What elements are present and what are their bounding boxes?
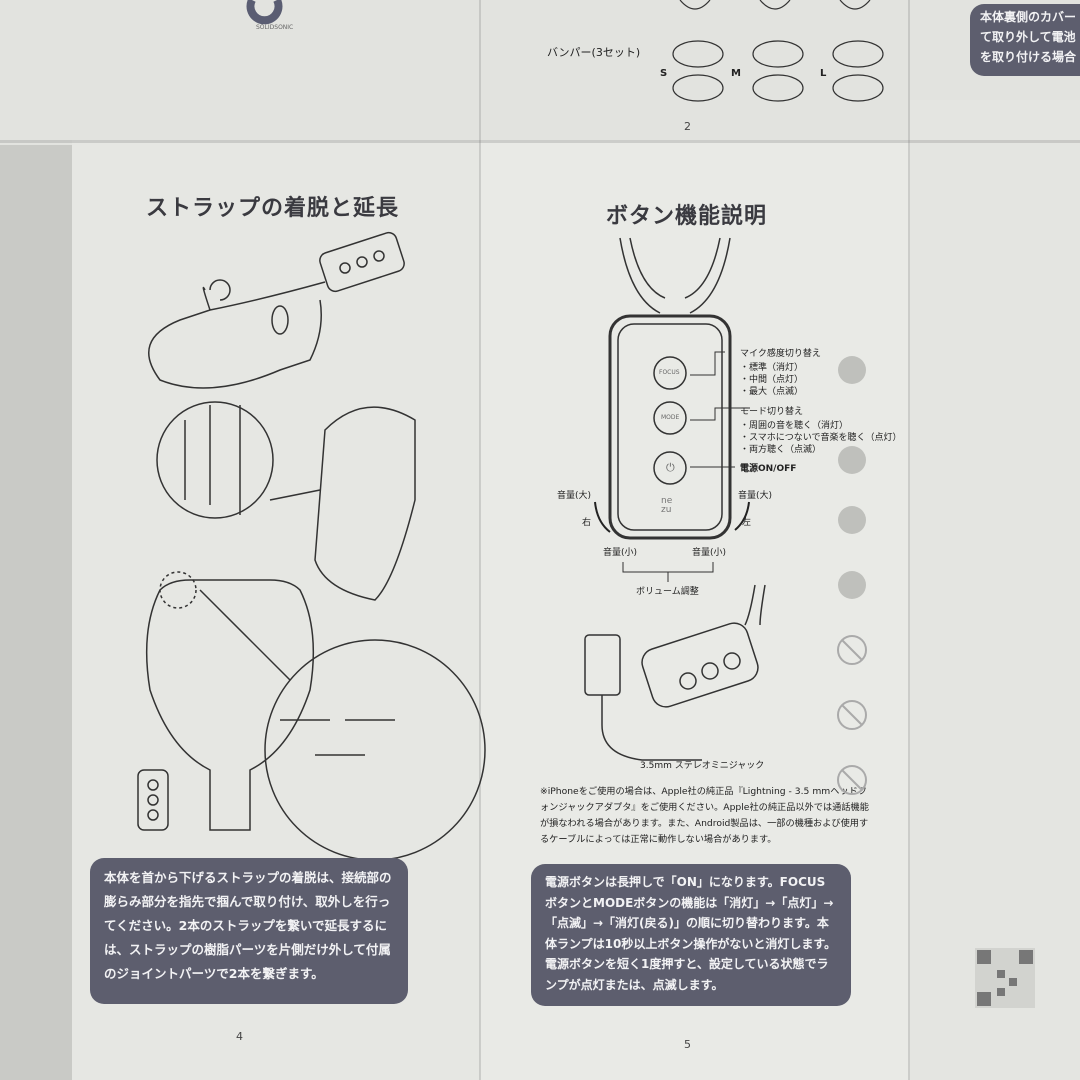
strap-section-title: ストラップの着脱と延長 — [146, 196, 400, 221]
mode-item: ・スマホにつないで音楽を聴く（点灯） — [740, 433, 902, 443]
mic-sensitivity-title: マイク感度切り替え — [740, 349, 821, 359]
fold-line — [0, 140, 1080, 143]
callout-lines — [690, 351, 750, 468]
jack-label: 3.5mm ステレオミニジャック — [640, 761, 765, 771]
volume-arrows-icon — [594, 501, 750, 582]
direction-left: 左 — [742, 518, 752, 528]
mic-item: ・標準（消灯） — [740, 363, 804, 373]
power-button[interactable]: ⏻ — [666, 461, 675, 474]
bumper-illustrations — [672, 0, 884, 102]
button-section-title: ボタン機能説明 — [606, 204, 768, 229]
box-line: 本体裏側のカバー — [980, 10, 1077, 24]
fold-line-vertical — [479, 0, 481, 1080]
strap-info-box: 本体を首から下げるストラップの着脱は、接続部の膨らみ部分を指先で掴んで取り付け、… — [90, 858, 408, 1004]
far-right-page — [910, 100, 1080, 1080]
solidsonic-logo-icon — [246, 0, 283, 25]
phone-connection-illustration — [584, 584, 766, 761]
volume-up-left: 音量(大) — [557, 491, 592, 501]
page-number-5: 5 — [684, 1038, 691, 1051]
strap-illustration — [137, 231, 486, 861]
far-right-icons — [837, 356, 867, 795]
mode-button[interactable]: MODE — [661, 414, 680, 421]
bumper-label: バンパー(3セット) — [547, 46, 641, 59]
size-m: M — [731, 68, 741, 79]
focus-button[interactable]: FOCUS — [659, 369, 680, 376]
volume-adjust-caption: ボリューム調整 — [636, 587, 699, 597]
box-line: を取り付ける場合 — [980, 50, 1077, 64]
page-number-2: 2 — [684, 120, 691, 133]
direction-right: 右 — [582, 518, 592, 528]
qr-code-icon — [975, 948, 1035, 1008]
device-illustration — [608, 237, 732, 540]
mode-item: ・両方聴く（点滅） — [740, 445, 822, 455]
brand-mark-line: zu — [661, 505, 672, 515]
mic-item: ・最大（点滅） — [740, 387, 804, 397]
volume-up-right: 音量(大) — [738, 491, 773, 501]
mic-item: ・中間（点灯） — [740, 375, 804, 385]
page-number-4: 4 — [236, 1030, 243, 1043]
mode-switch-title: モード切り替え — [740, 407, 804, 417]
brand-mark-line: ne — [661, 496, 673, 506]
brand-mark: ne zu — [661, 497, 672, 515]
volume-down-left: 音量(小) — [603, 548, 638, 558]
logo-text: SOLIDSONIC — [256, 24, 294, 31]
iphone-note: ※iPhoneをご使用の場合は、Apple社の純正品『Lightning - 3… — [540, 786, 869, 845]
volume-down-right: 音量(小) — [692, 548, 727, 558]
top-sheet — [0, 0, 1080, 145]
top-right-info-box: 本体裏側のカバー て取り外して電池 を取り付ける場合 — [970, 4, 1080, 76]
size-s: S — [660, 68, 668, 79]
button-info-box: 電源ボタンは長押しで「ON」になります。FOCUSボタンとMODEボタンの機能は… — [531, 864, 851, 1006]
power-title: 電源ON/OFF — [740, 464, 797, 474]
box-line: て取り外して電池 — [980, 30, 1076, 44]
size-l: L — [820, 68, 827, 79]
fold-line-vertical-2 — [908, 0, 910, 1080]
mode-item: ・周囲の音を聴く（消灯） — [740, 421, 849, 431]
